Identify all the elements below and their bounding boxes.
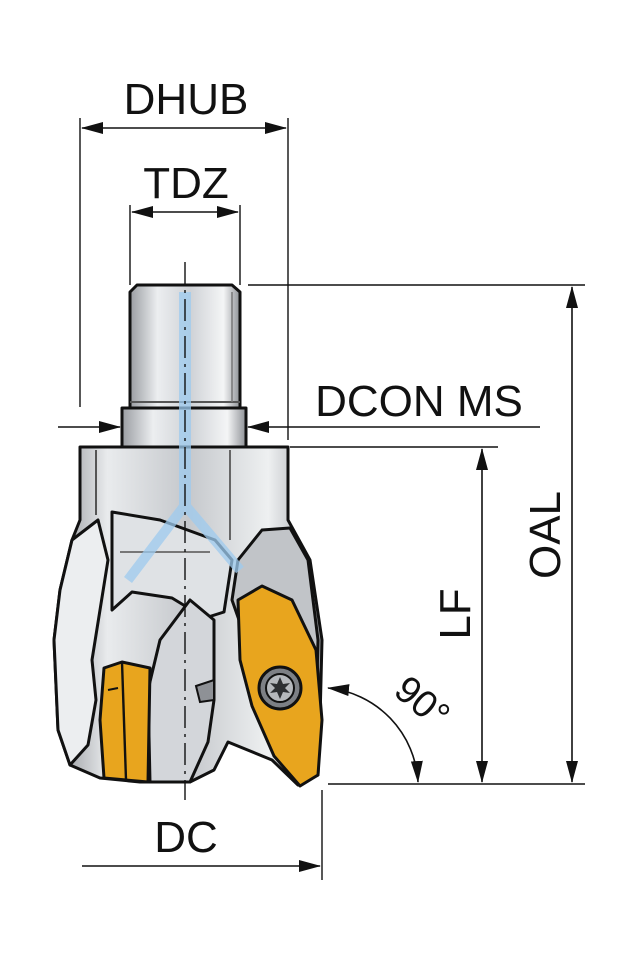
label-dhub: DHUB (124, 75, 249, 124)
left-flute (52, 518, 110, 767)
angle-arc (327, 684, 423, 783)
torx-screw-icon (257, 665, 303, 711)
label-oal: OAL (521, 491, 570, 579)
label-tdz: TDZ (143, 159, 229, 208)
dimension-lines (58, 118, 585, 880)
label-dcon-ms: DCON MS (315, 377, 523, 426)
lower-flute (146, 598, 216, 784)
label-dc: DC (154, 813, 218, 862)
cutter-body (52, 445, 324, 788)
chip-pocket (110, 510, 234, 620)
label-lf: LF (431, 588, 480, 639)
